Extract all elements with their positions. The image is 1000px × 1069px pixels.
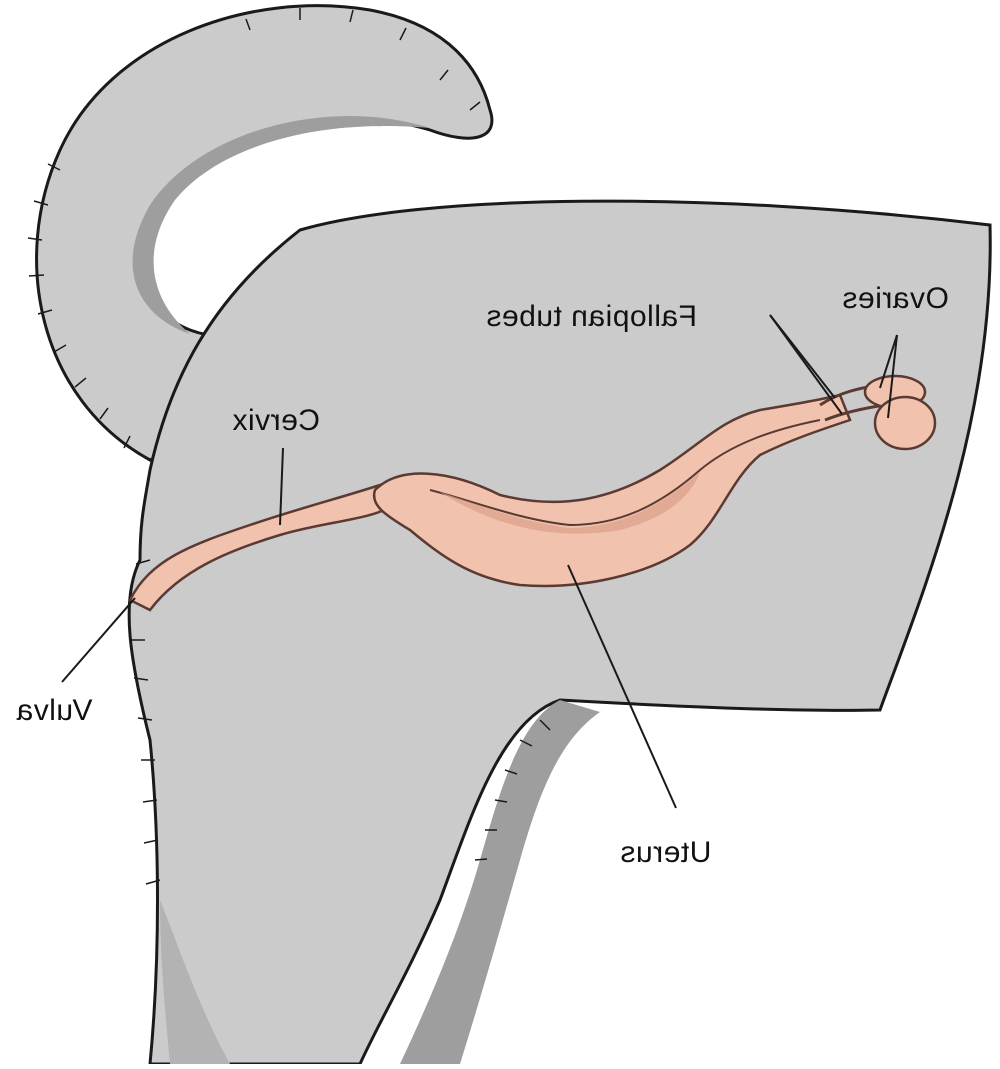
label-vulva: Vulva [16, 694, 92, 728]
label-uterus: Uterus [620, 836, 711, 870]
leader-uterus [567, 564, 677, 809]
uterus-shape [372, 393, 852, 588]
label-ovaries-text: Ovaries [842, 282, 949, 315]
tail-inner-shadow [132, 115, 430, 334]
leader-cervix [279, 447, 284, 526]
leader-lines [61, 314, 898, 809]
leader-vulva [61, 597, 136, 683]
label-fallopian-tubes: Fallopian tubes [486, 300, 697, 334]
leg-shadow [400, 700, 600, 1064]
label-uterus-text: Uterus [620, 836, 712, 869]
leg-back-shading [160, 900, 230, 1064]
leader-ovaries-2 [887, 334, 898, 419]
uterus-shading [440, 472, 700, 534]
label-cervix-text: Cervix [232, 404, 321, 437]
label-ovaries: Ovaries [842, 282, 949, 316]
leader-fallopian-2 [769, 314, 843, 415]
label-vulva-text: Vulva [16, 694, 93, 727]
uterus-horn-crease [429, 419, 821, 527]
label-fallopian-tubes-text: Fallopian tubes [486, 300, 697, 333]
fur-strokes [27, 8, 551, 885]
leader-ovaries-1 [879, 334, 898, 389]
ovary-lower [873, 395, 937, 451]
label-cervix: Cervix [232, 404, 320, 438]
